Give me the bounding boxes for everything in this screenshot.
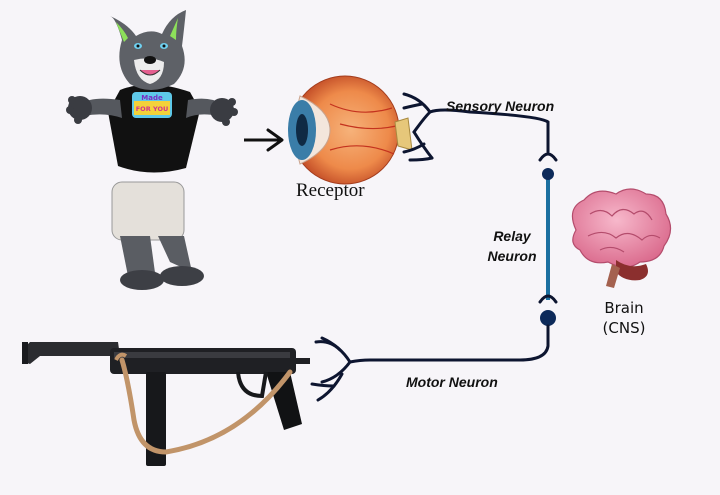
arrow-right-icon xyxy=(244,128,284,152)
relay-node-bottom xyxy=(540,310,556,326)
eye-icon xyxy=(288,75,413,185)
brain-icon xyxy=(571,188,672,288)
relay-neuron-label: Relay Neuron xyxy=(482,226,542,266)
wolf-mascot-image: Made FOR YOU xyxy=(66,10,238,290)
relay-neuron-label-line1: Relay xyxy=(493,228,531,244)
shirt-logo-text: Made xyxy=(141,94,163,102)
submachine-gun-image xyxy=(22,342,310,466)
sensory-neuron-label: Sensory Neuron xyxy=(446,98,555,114)
sensory-neuron-path xyxy=(402,92,558,162)
motor-neuron-path xyxy=(310,324,550,402)
shirt-logo-subtext: FOR YOU xyxy=(136,105,169,113)
motor-neuron-label: Motor Neuron xyxy=(406,374,498,390)
relay-neuron-label-line2: Neuron xyxy=(487,248,537,264)
relay-neuron-path xyxy=(538,168,558,326)
brain-label: Brain (CNS) xyxy=(594,298,654,338)
brain-label-line1: Brain xyxy=(604,299,644,317)
brain-label-line2: (CNS) xyxy=(602,319,646,337)
relay-node-top xyxy=(542,168,554,180)
receptor-label: Receptor xyxy=(296,180,365,201)
